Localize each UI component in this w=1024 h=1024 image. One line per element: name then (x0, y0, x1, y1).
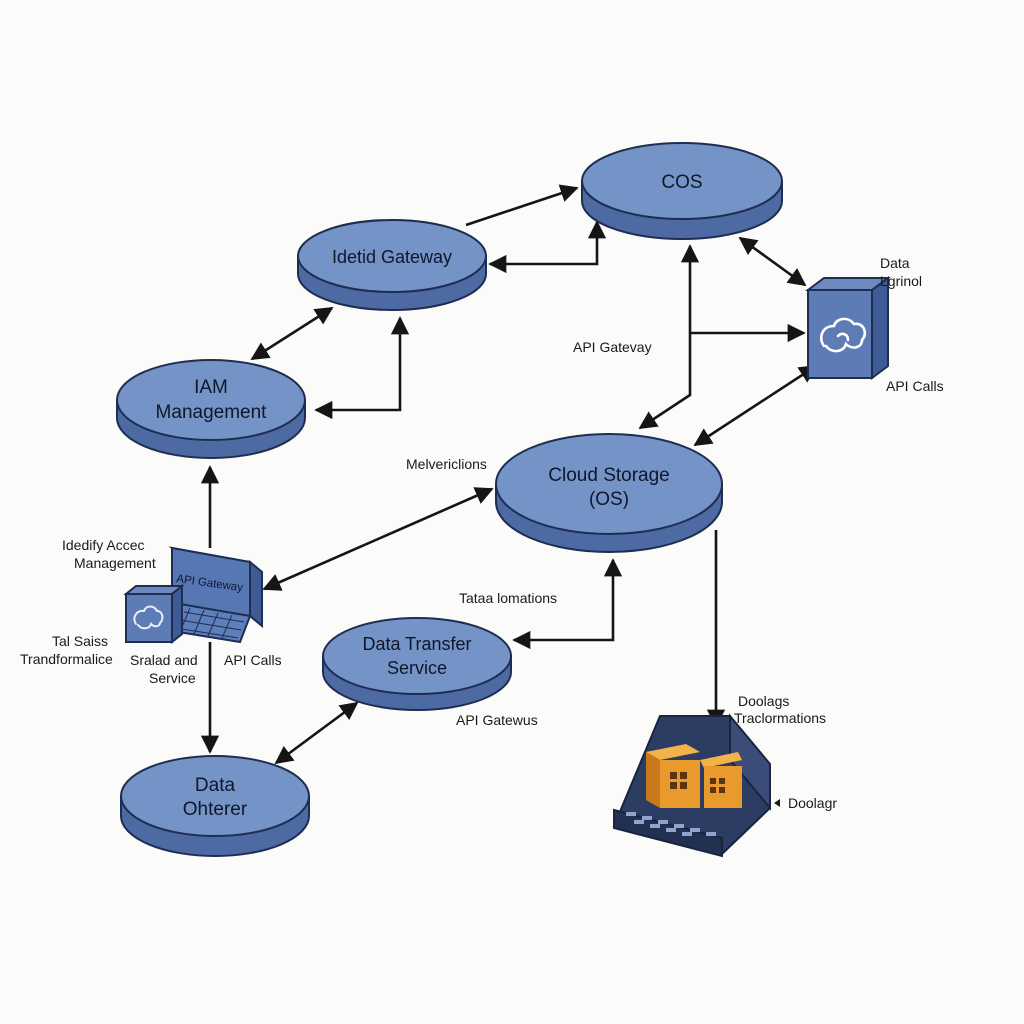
node-iam-management[interactable]: IAM Management (116, 359, 306, 459)
node-identity-gateway[interactable]: Idetid Gateway (297, 219, 487, 311)
storage-terminal-device[interactable] (612, 713, 772, 858)
label-sraled-2: Service (149, 670, 196, 686)
node-data-transfer-label-2: Service (387, 658, 447, 678)
node-cos-label: COS (661, 172, 702, 193)
swirl-cloud-icon (820, 317, 867, 353)
label-tal-saiss-1: Tal Saiss (52, 633, 108, 649)
label-tataa-lomations: Tataa lomations (459, 590, 557, 606)
label-api-calls-right: API Calls (886, 378, 944, 394)
node-iam-label-1: IAM (194, 377, 228, 398)
node-iam-label-2: Management (156, 402, 268, 423)
arrow-cos-to-cloud-storage (638, 244, 700, 430)
arrow-cos-to-device (738, 236, 807, 287)
arrow-data-center-to-transfer (274, 701, 359, 765)
node-data-transfer-label-1: Data Transfer (362, 634, 471, 654)
laptop-keyboard-icon (175, 607, 245, 639)
terminal-keys (626, 812, 716, 836)
label-doolags-2: Traclormations (734, 710, 826, 726)
label-identity-access-2: Management (74, 555, 156, 571)
node-data-center-label-1: Data (195, 775, 236, 796)
node-identity-gateway-label: Idetid Gateway (332, 247, 452, 267)
swirl-cloud-small-icon (133, 605, 164, 630)
data-lgrinol-device[interactable] (805, 276, 891, 380)
arrow-gateway-elbow-iam (314, 316, 410, 420)
node-data-transfer-service[interactable]: Data Transfer Service (322, 617, 512, 711)
label-api-gateways-bottom: API Gatewus (456, 712, 538, 728)
arrow-gateway-to-cos (465, 184, 579, 227)
arrow-device-to-cloud-storage (693, 364, 818, 447)
label-identity-access-1: Idedify Accec (62, 537, 145, 553)
orange-server-block-icon (646, 744, 742, 808)
label-doolags-1: Doolags (738, 693, 789, 709)
node-cloud-storage-label-1: Cloud Storage (548, 465, 669, 486)
arrow-transfer-to-cloud-storage (512, 558, 623, 650)
label-sraled-1: Sralad and (130, 652, 198, 668)
small-pointer-icon (774, 799, 780, 807)
label-tal-saiss-2: Trandformalice (20, 651, 113, 667)
arrow-cos-to-gateway (488, 220, 607, 274)
arrow-gateway-to-iam (250, 306, 334, 361)
labels: Data Lgrinol API Calls API Gatevay Melve… (20, 255, 944, 811)
node-cos[interactable]: COS (581, 142, 783, 240)
label-doolagr: Doolagr (788, 795, 837, 811)
api-gateway-laptop[interactable]: API Gateway (164, 546, 263, 644)
label-api-calls-left: API Calls (224, 652, 282, 668)
arrow-laptop-to-cloud-storage (262, 487, 494, 591)
node-data-center-label-2: Ohterer (183, 799, 248, 820)
node-data-center[interactable]: Data Ohterer (120, 755, 310, 857)
node-cloud-storage[interactable]: Cloud Storage (OS) (495, 433, 723, 553)
connectors (200, 184, 818, 765)
node-cloud-storage-label-2: (OS) (589, 489, 629, 510)
label-melvericlions: Melvericlions (406, 456, 487, 472)
tal-saiss-device[interactable] (123, 583, 185, 645)
label-api-gateway-mid: API Gatevay (573, 339, 652, 355)
label-data-lgrinol-2: Lgrinol (880, 273, 922, 289)
label-data-lgrinol-1: Data (880, 255, 910, 271)
